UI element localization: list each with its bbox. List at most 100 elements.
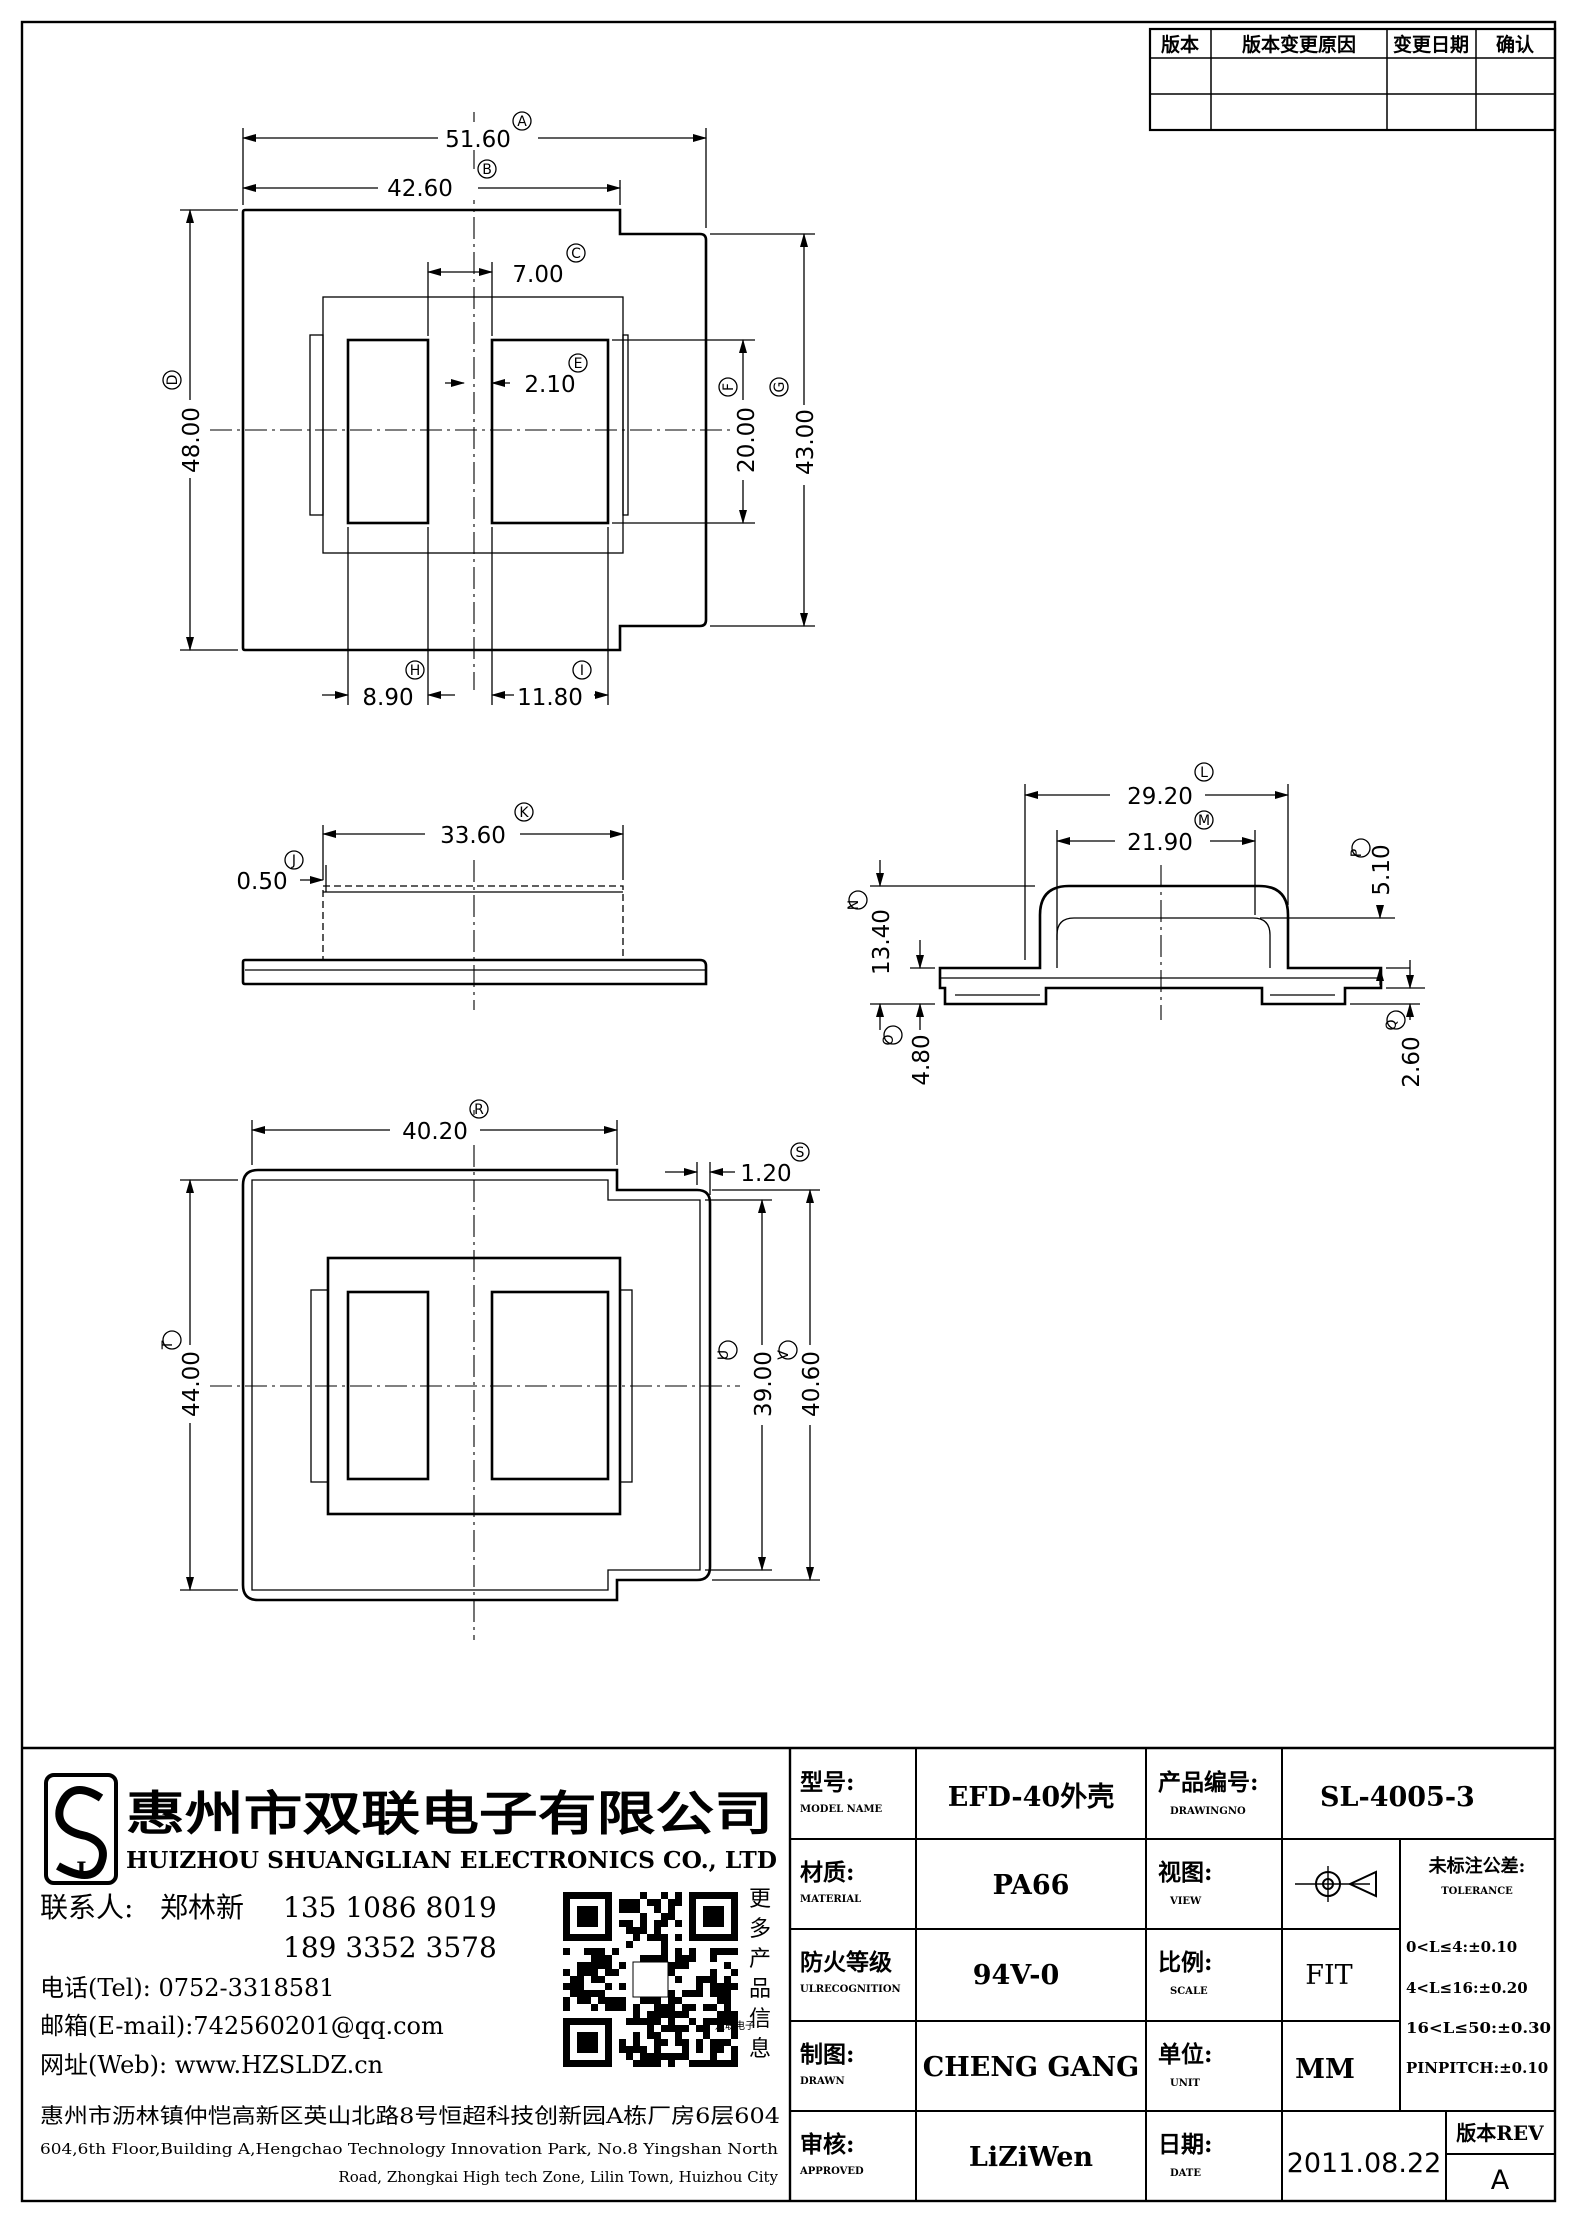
view-label-en: VIEW xyxy=(1169,1896,1202,1907)
dim-P-value: 5.10 xyxy=(1369,844,1395,895)
dim-F-tag: F xyxy=(721,383,737,391)
dim-F-value: 20.00 xyxy=(734,407,760,473)
front-section-view: 29.20 L 21.90 M 13.40 N 4.80 O 5.10 P xyxy=(846,762,1425,1088)
dim-V-tag: V xyxy=(776,1350,792,1360)
dim-S-tag: S xyxy=(796,1145,805,1161)
dim-E-value: 2.10 xyxy=(524,372,575,398)
address-en-1: 604,6th Floor,Building A,Hengchao Techno… xyxy=(40,2140,778,2158)
dim-V-value: 40.60 xyxy=(799,1351,825,1417)
dim-M-value: 21.90 xyxy=(1127,830,1193,856)
side-view-base xyxy=(241,958,708,986)
rev-header-reason: 版本变更原因 xyxy=(1242,33,1356,56)
date-value: 2011.08.22 xyxy=(1287,2148,1442,2179)
dim-I-value: 11.80 xyxy=(517,685,583,711)
dim-M-tag: M xyxy=(1198,813,1210,829)
contact-tel: 电话(Tel): 0752-3318581 xyxy=(40,1974,335,2002)
unit-label-en: UNIT xyxy=(1170,2078,1201,2089)
date-label: 日期: xyxy=(1158,2131,1213,2158)
bottom-view-outline-inner xyxy=(251,1179,701,1591)
approved-value: LiZiWen xyxy=(969,2142,1094,2173)
dim-J-tag: J xyxy=(291,853,296,869)
more-info-6: 息 xyxy=(749,2037,771,2062)
material-value: PA66 xyxy=(993,1870,1070,1901)
fire-value: 94V-0 xyxy=(973,1960,1060,1991)
dim-D-value: 48.00 xyxy=(179,407,205,473)
dim-A-tag: A xyxy=(517,114,527,130)
svg-text:L: L xyxy=(76,1858,91,1884)
contact-phone-1: 135 1086 8019 xyxy=(283,1891,497,1924)
fire-label-en: ULRECOGNITION xyxy=(800,1984,901,1995)
qr-code xyxy=(563,1892,738,2067)
dim-H-tag: H xyxy=(410,663,421,679)
sheet-border xyxy=(20,20,1557,2203)
approved-label: 审核: xyxy=(800,2131,855,2158)
more-info-4: 品 xyxy=(749,1977,771,2002)
dim-A-value: 51.60 xyxy=(445,127,511,153)
more-info-2: 多 xyxy=(749,1917,771,1942)
projection-symbol-icon xyxy=(1295,1866,1377,1902)
dim-G-value: 43.00 xyxy=(793,409,819,475)
dim-T-value: 44.00 xyxy=(179,1351,205,1417)
top-view-frame xyxy=(322,296,624,554)
material-label: 材质: xyxy=(800,1859,855,1886)
drawn-value: CHENG GANG xyxy=(923,2052,1139,2083)
dim-C-tag: C xyxy=(571,246,581,262)
dim-K-value: 33.60 xyxy=(440,823,506,849)
dim-R-value: 40.20 xyxy=(402,1119,468,1145)
scale-label: 比例: xyxy=(1158,1949,1213,1976)
dim-E-tag: E xyxy=(574,356,583,372)
revision-table: 版本 版本变更原因 变更日期 确认 xyxy=(1148,27,1557,132)
top-view: 51.60 A 42.60 B 7.00 C 2.10 E 48.00 D xyxy=(162,111,821,711)
dim-I-tag: I xyxy=(580,663,584,679)
contact-phone-2: 189 3352 3578 xyxy=(283,1931,497,1964)
rev-header-version: 版本 xyxy=(1161,33,1199,56)
rev-label: 版本REV xyxy=(1456,2121,1544,2145)
dim-B-value: 42.60 xyxy=(387,176,453,202)
dim-L-tag: L xyxy=(1200,765,1208,781)
dim-P-tag: P xyxy=(1349,849,1365,857)
dim-N-tag: N xyxy=(846,900,862,910)
top-view-left-tab xyxy=(309,334,324,516)
dim-O-tag: O xyxy=(881,1034,897,1045)
model-value: EFD-40外壳 xyxy=(948,1782,1114,1813)
company-logo: L xyxy=(44,1773,118,1885)
company-name-en: HUIZHOU SHUANGLIAN ELECTRONICS CO., LTD xyxy=(126,1847,777,1874)
fire-label: 防火等级 xyxy=(800,1949,892,1976)
top-view-window-left xyxy=(346,338,430,525)
scale-value: FIT xyxy=(1305,1960,1352,1991)
rev-value: A xyxy=(1491,2165,1510,2196)
more-info-5: 信 xyxy=(749,2007,771,2032)
tolerance-label-en: TOLERANCE xyxy=(1441,1886,1513,1897)
dim-K-tag: K xyxy=(519,805,529,821)
more-info-3: 产 xyxy=(749,1947,771,1972)
top-view-window-right xyxy=(490,338,610,525)
dim-U-tag: U xyxy=(716,1350,732,1360)
dim-T-tag: T xyxy=(160,1340,176,1350)
contact-web: 网址(Web): www.HZSLDZ.cn xyxy=(40,2051,383,2079)
tolerance-4: PINPITCH:±0.10 xyxy=(1406,2059,1548,2077)
dim-G-tag: G xyxy=(772,382,788,393)
company-name-cn: 惠州市双联电子有限公司 xyxy=(126,1787,773,1842)
model-label: 型号: xyxy=(800,1769,855,1796)
material-label-en: MATERIAL xyxy=(800,1894,861,1905)
rev-header-date: 变更日期 xyxy=(1393,33,1469,56)
address-cn: 惠州市沥林镇仲恺高新区英山北路8号恒超科技创新园A栋厂房6层604 xyxy=(40,2104,780,2128)
dim-Q-value: 2.60 xyxy=(1399,1036,1425,1087)
contact-email: 邮箱(E-mail):742560201@qq.com xyxy=(40,2012,444,2040)
dim-D-tag: D xyxy=(165,375,181,386)
side-view: 33.60 K 0.50 J xyxy=(236,802,708,1010)
dim-C-value: 7.00 xyxy=(512,262,563,288)
dim-L-value: 29.20 xyxy=(1127,784,1193,810)
drawn-label-en: DRAWN xyxy=(800,2076,845,2087)
dim-H-value: 8.90 xyxy=(362,685,413,711)
dim-J-value: 0.50 xyxy=(236,869,287,895)
drawn-label: 制图: xyxy=(800,2041,855,2068)
model-label-en: MODEL NAME xyxy=(800,1804,883,1815)
dim-Q-tag: Q xyxy=(1384,1019,1400,1030)
bottom-view-outline-outer xyxy=(241,1168,712,1602)
top-view-outline xyxy=(241,208,708,652)
address-en-2: Road, Zhongkai High tech Zone, Lilin Tow… xyxy=(338,2168,778,2186)
side-view-frame xyxy=(322,885,624,961)
unit-label: 单位: xyxy=(1158,2041,1213,2068)
